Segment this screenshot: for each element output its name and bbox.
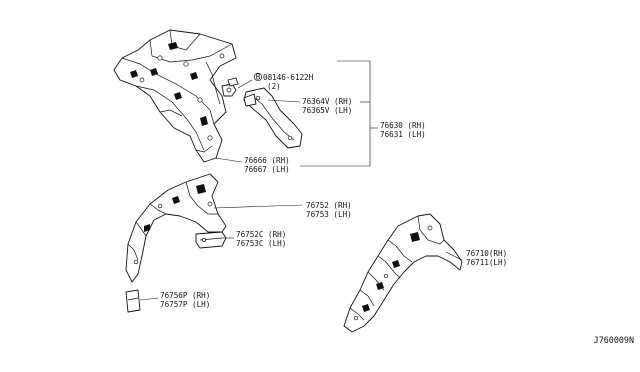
label-76752: 76752 (RH) 76753 (LH) (306, 201, 352, 219)
part-76711-lh: 76711(LH) (466, 258, 507, 267)
label-76752c: 76752C (RH) 76753C (LH) (236, 230, 286, 248)
bolt-part-number: 08146-6122H (263, 73, 314, 82)
bolt-quantity: (2) (267, 82, 281, 91)
part-76753c-lh: 76753C (LH) (236, 239, 286, 248)
label-76756p: 76756P (RH) 76757P (LH) (160, 291, 210, 309)
part-76364v-rh: 76364V (RH) (302, 97, 352, 106)
label-76630: 76630 (RH) 76631 (LH) (380, 121, 426, 139)
leader-lines-top (214, 60, 378, 167)
label-76666: 76666 (RH) 76667 (LH) (244, 156, 290, 174)
part-76752-rh: 76752 (RH) (306, 201, 352, 210)
part-76752c-rh: 76752C (RH) (236, 230, 286, 239)
diagram-code: J760009N (594, 335, 634, 345)
wheelhouse-liner (343, 213, 463, 333)
rear-body-side-assembly (113, 29, 237, 163)
part-76666-rh: 76666 (RH) (244, 156, 290, 165)
leader-lines-middle (139, 204, 303, 301)
small-bracket (195, 231, 227, 249)
wheelhouse-outer (125, 173, 227, 283)
label-bolt: B 08146-6122H (2) (253, 73, 314, 91)
part-76756p-rh: 76756P (RH) (160, 291, 210, 300)
part-76753-lh: 76753 (LH) (306, 210, 352, 219)
wheelhouse-bracket (243, 87, 303, 149)
bolt-clip (221, 77, 239, 97)
small-plate (125, 289, 141, 313)
label-76710: 76710(RH) 76711(LH) (466, 249, 507, 267)
part-76630-rh: 76630 (RH) (380, 121, 426, 130)
part-76757p-lh: 76757P (LH) (160, 300, 210, 309)
part-76667-lh: 76667 (LH) (244, 165, 290, 174)
part-76710-rh: 76710(RH) (466, 249, 507, 258)
part-76365v-lh: 76365V (LH) (302, 106, 352, 115)
label-76364v: 76364V (RH) 76365V (LH) (302, 97, 352, 115)
part-76631-lh: 76631 (LH) (380, 130, 426, 139)
bolt-prefix: B (256, 73, 261, 82)
